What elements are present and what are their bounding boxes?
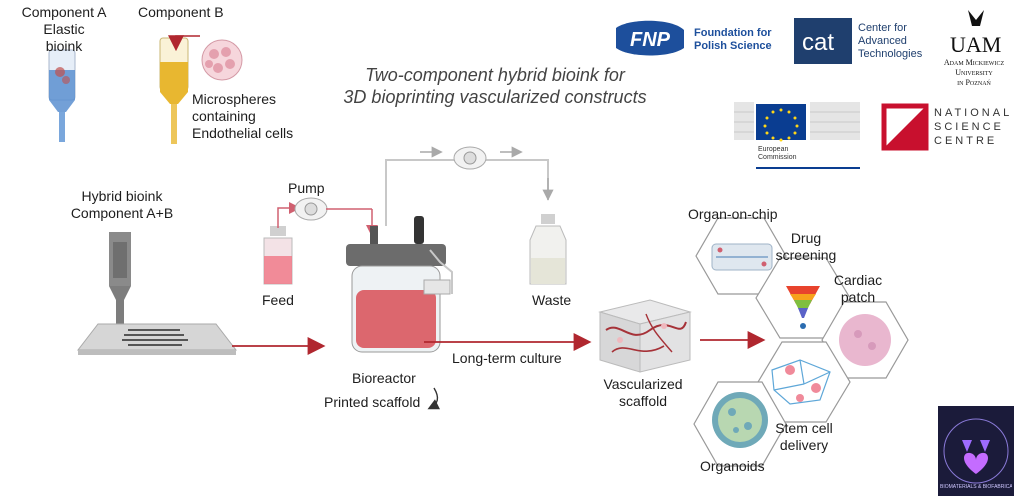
hex-organ-on-chip [695, 217, 787, 295]
feed-label: Feed [262, 292, 294, 308]
waste-label: Waste [532, 292, 572, 308]
waste-bottle [529, 214, 567, 285]
eu-commission-logo [734, 102, 860, 169]
organoids-label: Organoids [700, 458, 765, 474]
cat-logo: cat [794, 18, 852, 64]
fnp-logo: FNP [616, 20, 684, 56]
uam-logo-text: Adam Mickiewicz University in Poznań [943, 58, 1005, 87]
ncn-logo [881, 103, 929, 151]
organ-on-chip-label: Organ-on-chip [688, 206, 778, 222]
diagram-title: Two-component hybrid bioink for 3D biopr… [300, 64, 690, 108]
hex-cardiac-patch [821, 301, 909, 379]
feed-bottle [263, 226, 293, 285]
pump [277, 197, 378, 237]
pump-label: Pump [288, 180, 325, 196]
component-b-label: Component B [138, 4, 224, 20]
title-line-2: 3D bioprinting vascularized constructs [343, 87, 647, 107]
hex-stem-cell-delivery [757, 341, 851, 423]
uam-mark: UAM [950, 32, 1001, 57]
stem-cell-delivery-label: Stem cell delivery [775, 420, 833, 453]
component-b-description: Microspheres containing Endothelial cell… [192, 91, 294, 141]
hex-drug-screening [755, 257, 851, 339]
jagoda-lab-logo [938, 406, 1014, 496]
hybrid-bioink-label: Hybrid bioink Component A+B [70, 188, 174, 221]
vascularized-scaffold-label: Vascularized scaffold [603, 376, 683, 409]
hex-organoids [693, 381, 787, 467]
component-b-syringe [159, 35, 243, 144]
jagoda-lab-text: BIOMATERIALS & BIOFABRICATION · JAGODA L… [940, 484, 1012, 490]
ncn-logo-text: National Science Centre [934, 107, 1013, 147]
uam-logo: UAM [950, 10, 1001, 57]
drug-screening-label: Drug screening [775, 230, 837, 263]
cardiac-patch-label: Cardiac patch [833, 272, 883, 305]
fnp-mark: FNP [630, 29, 671, 51]
printed-scaffold-arrow [427, 387, 441, 410]
long-term-culture-label: Long-term culture [452, 350, 562, 366]
vascularized-scaffold-cube [598, 299, 692, 373]
bioreactor-vessel [346, 146, 554, 353]
eu-logo-text: European Commission [758, 146, 797, 161]
title-line-1: Two-component hybrid bioink for [365, 65, 625, 85]
printed-scaffold-label: Printed scaffold [324, 394, 421, 410]
cat-mark: cat [802, 29, 834, 56]
bioprinter [76, 232, 238, 355]
bioreactor-label: Bioreactor [352, 370, 416, 386]
component-a-label: Component A Elastic bioink [21, 4, 107, 54]
component-a-syringe [48, 49, 76, 142]
cat-logo-text: Center for Advanced Technologies [858, 22, 923, 60]
fnp-logo-text: Foundation for Polish Science [694, 27, 772, 52]
